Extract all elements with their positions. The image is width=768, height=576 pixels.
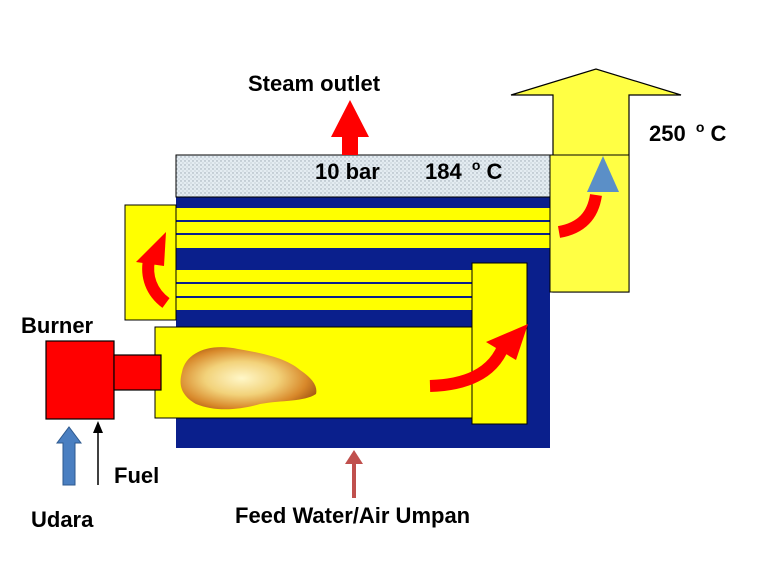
flow-arrow-furnace [429,339,511,392]
smoke-box [549,154,630,293]
air-label: Udara [31,507,94,532]
flue-temp-unit: C [711,121,727,146]
flow-arrow-front [142,258,170,308]
fuel-arrow-head [93,421,103,433]
steam-temp-unit: C [487,159,503,184]
flow-arrow-furnace-head [486,324,528,360]
flow-arrow-rear-tip [587,156,619,192]
steam-temp-degree: o [472,157,481,173]
burner-body [45,340,115,420]
burner-label: Burner [21,313,94,338]
steam-temp-label: 184 o C [425,150,503,184]
flow-arrow-front-head [136,232,166,266]
steam-space [175,154,551,198]
pressure-label: 10 bar [315,159,380,184]
steam-outlet-arrow [331,100,369,155]
flue-temp-value: 250 [649,121,686,146]
steam-outlet-label: Steam outlet [248,71,381,96]
flue-temp-label: 250 o C [649,112,727,146]
feed-water-arrow-head [345,450,363,464]
flame [180,347,317,410]
steam-temp-value: 184 [425,159,462,184]
air-arrow [56,426,82,486]
flue-temp-degree: o [696,119,705,135]
upper-tube-bank [176,208,550,248]
feed-water-label: Feed Water/Air Umpan [235,503,470,528]
burner-nozzle [113,354,162,391]
flow-arrow-rear [557,193,602,238]
middle-tube-bank [176,270,472,310]
fuel-label: Fuel [114,463,159,488]
